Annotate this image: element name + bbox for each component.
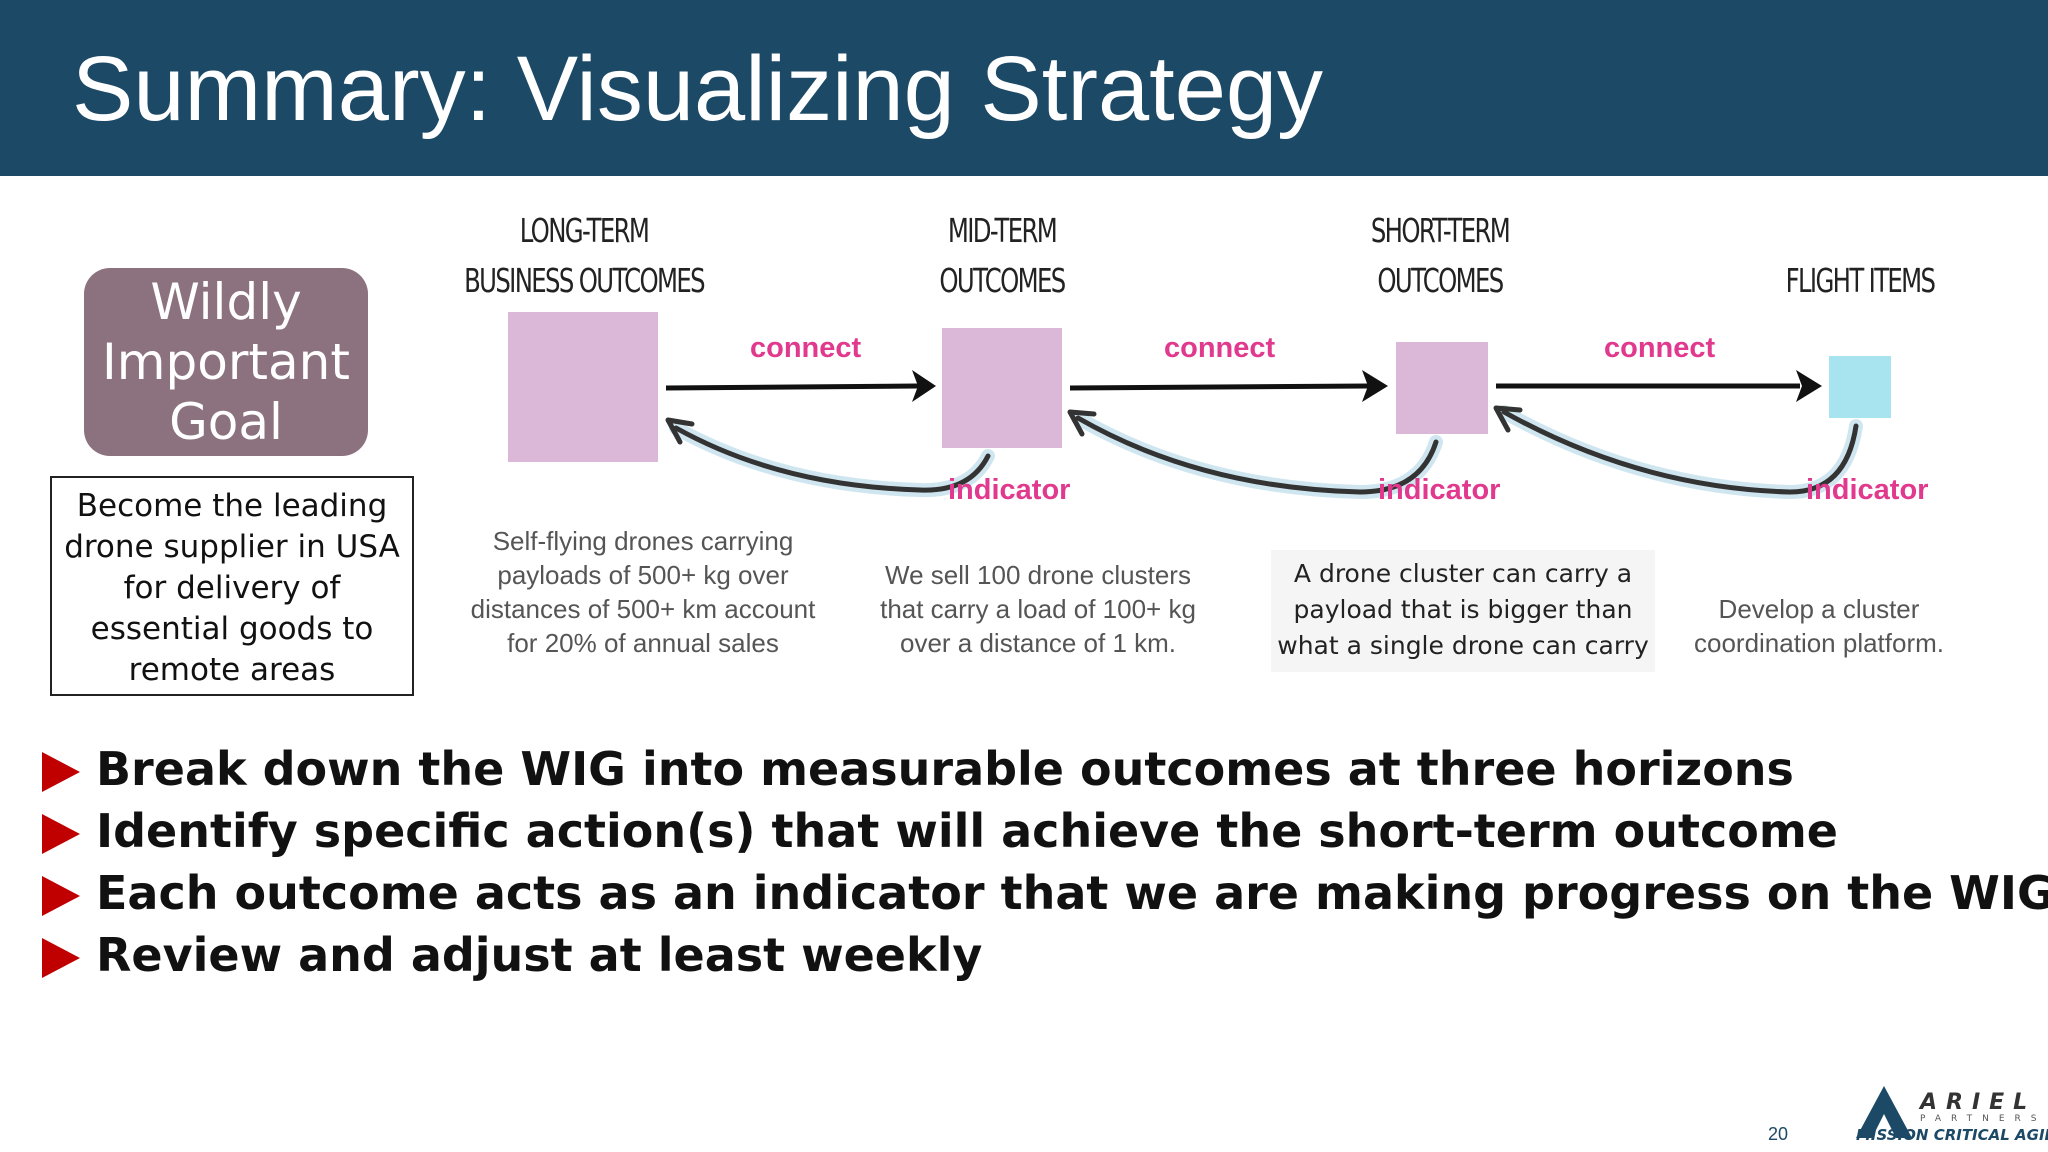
bullet-item: Each outcome acts as an indicator that w… (40, 862, 2048, 924)
stage-heading-flight-items: FLIGHT ITEMS (1745, 256, 1975, 306)
long-term-description: Self-flying drones carrying payloads of … (470, 526, 816, 658)
bullet-text: Review and adjust at least weekly (96, 928, 983, 982)
logo-tagline: MISSION CRITICAL AGILE (1856, 1126, 2048, 1144)
short-term-outcome-square (1396, 342, 1488, 434)
page-number: 20 (1768, 1124, 1789, 1144)
connect-label: connect (750, 332, 862, 364)
slide-title: Summary: Visualizing Strategy (72, 38, 1324, 140)
wig-line: Wildly (150, 273, 302, 331)
wig-line: Important (102, 333, 350, 391)
indicator-label: indicator (948, 474, 1071, 506)
stage-heading-line: FLIGHT ITEMS (1785, 261, 1936, 300)
wig-badge: Wildly Important Goal (84, 268, 368, 456)
bullet-text: Break down the WIG into measurable outco… (96, 742, 1794, 796)
stage-heading-line: BUSINESS OUTCOMES (464, 261, 705, 300)
mid-term-outcome-square (942, 328, 1062, 448)
bullet-item: Review and adjust at least weekly (40, 924, 2020, 986)
bullet-list: Break down the WIG into measurable outco… (40, 738, 2048, 986)
flight-item-square (1829, 356, 1891, 418)
arrow-head-icon (912, 370, 936, 402)
connect-label: connect (1164, 332, 1276, 364)
stage-heading-line: OUTCOMES (939, 261, 1066, 300)
flight-items-description: Develop a cluster coordination platform. (1693, 594, 1945, 658)
wig-line: Goal (169, 393, 283, 451)
arrow-head-icon (1796, 370, 1822, 402)
connect-arrow (665, 383, 919, 391)
logo-subtitle: PARTNERS (1920, 1114, 2047, 1124)
arrow-head-icon (1362, 370, 1388, 402)
indicator-arrow (1075, 415, 1439, 495)
stage-heading-line: LONG-TERM (519, 211, 650, 250)
stage-heading-line: SHORT-TERM (1370, 211, 1511, 250)
triangle-bullet-icon (42, 876, 80, 916)
bullet-item: Identify specific action(s) that will ac… (40, 800, 2020, 862)
goal-statement: Become the leading drone supplier in USA… (50, 476, 414, 696)
triangle-bullet-icon (42, 938, 80, 978)
title-bar: Summary: Visualizing Strategy (0, 0, 2048, 176)
bullet-item: Break down the WIG into measurable outco… (40, 738, 2020, 800)
bullet-text: Each outcome acts as an indicator that w… (96, 866, 2048, 920)
arrow-head-icon (1493, 405, 1523, 433)
short-term-description: A drone cluster can carry a payload that… (1271, 550, 1655, 672)
long-term-outcome-square (508, 312, 658, 462)
mid-term-description: We sell 100 drone clusters that carry a … (880, 560, 1196, 658)
stage-heading-long-term: LONG-TERM BUSINESS OUTCOMES (436, 206, 731, 306)
connect-label: connect (1604, 332, 1716, 364)
indicator-arrow (673, 425, 991, 493)
connect-arrow (1069, 383, 1369, 391)
logo-name: ARIEL (1920, 1090, 2037, 1115)
indicator-arrow (1501, 409, 1859, 495)
stage-heading-line: MID-TERM (947, 211, 1058, 250)
arrow-head-icon (665, 417, 695, 445)
bullet-text: Identify specific action(s) that will ac… (96, 804, 1838, 858)
stage-heading-mid-term: MID-TERM OUTCOMES (887, 206, 1117, 306)
triangle-bullet-icon (42, 752, 80, 792)
stage-heading-line: OUTCOMES (1377, 261, 1504, 300)
triangle-bullet-icon (42, 814, 80, 854)
arrow-head-icon (1067, 409, 1097, 437)
ariel-logo-icon (1856, 1086, 1912, 1138)
indicator-label: indicator (1806, 474, 1929, 506)
stage-heading-short-term: SHORT-TERM OUTCOMES (1325, 206, 1555, 306)
indicator-label: indicator (1378, 474, 1501, 506)
